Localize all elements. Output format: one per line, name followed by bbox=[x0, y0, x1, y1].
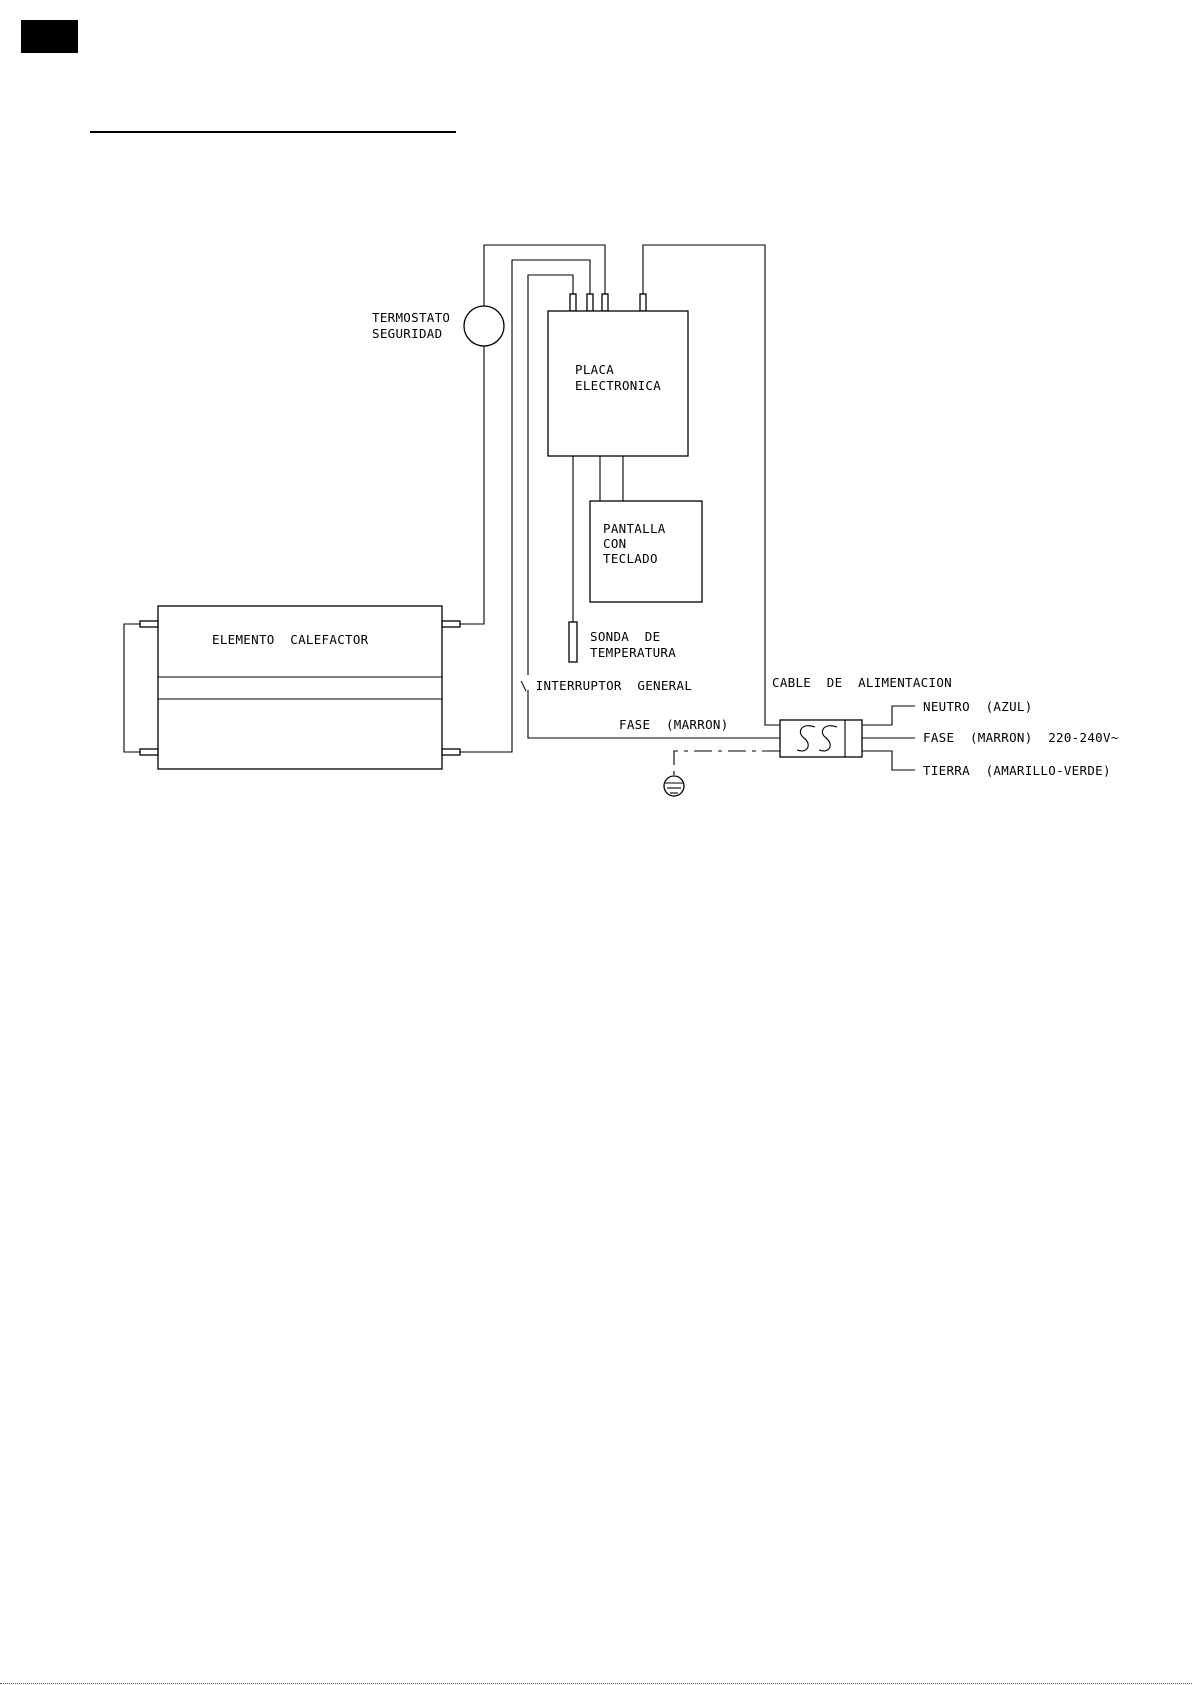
pantalla-label-3: TECLADO bbox=[603, 551, 658, 566]
termostato-label-2: SEGURIDAD bbox=[372, 326, 442, 341]
terminal bbox=[570, 294, 576, 311]
wire-ext-neutro bbox=[862, 706, 915, 725]
elemento-calefactor: ELEMENTO CALEFACTOR bbox=[140, 606, 460, 769]
elemento-body bbox=[158, 606, 442, 769]
interruptor-label: \ INTERRUPTOR GENERAL bbox=[520, 678, 692, 693]
wire-termostato bbox=[458, 346, 484, 624]
termostato-label-1: TERMOSTATO bbox=[372, 310, 450, 325]
elemento-label: ELEMENTO CALEFACTOR bbox=[212, 632, 369, 647]
sonda-label-2: TEMPERATURA bbox=[590, 645, 676, 660]
termostato-symbol bbox=[464, 306, 504, 346]
ground-icon bbox=[664, 776, 684, 796]
cable-clamp-body bbox=[780, 720, 862, 757]
elemento-terminal bbox=[140, 749, 158, 755]
cable-clamp-icon bbox=[780, 720, 862, 757]
neutro-label: NEUTRO (AZUL) bbox=[923, 699, 1033, 714]
terminal bbox=[587, 294, 593, 311]
elemento-terminal bbox=[442, 621, 460, 627]
placa-terminals bbox=[570, 294, 646, 311]
wire-ext-tierra bbox=[862, 751, 915, 770]
wire-tierra bbox=[674, 751, 780, 776]
elemento-terminal bbox=[442, 749, 460, 755]
page-bottom-border bbox=[0, 1683, 1192, 1684]
cable-label: CABLE DE ALIMENTACION bbox=[772, 675, 952, 690]
sonda-temperatura bbox=[569, 622, 577, 662]
terminal bbox=[602, 294, 608, 311]
pantalla-label-2: CON bbox=[603, 536, 626, 551]
terminal bbox=[640, 294, 646, 311]
placa-label-2: ELECTRONICA bbox=[575, 378, 661, 393]
sonda-label-1: SONDA DE bbox=[590, 629, 660, 644]
pantalla-label-1: PANTALLA bbox=[603, 521, 666, 536]
elemento-terminal bbox=[140, 621, 158, 627]
fase-externa-label: FASE (MARRON) 220-240V~ bbox=[923, 730, 1119, 745]
fase-interna-label: FASE (MARRON) bbox=[619, 717, 729, 732]
wire-elemento-loop bbox=[124, 624, 158, 752]
placa-label-1: PLACA bbox=[575, 362, 614, 377]
tierra-label: TIERRA (AMARILLO-VERDE) bbox=[923, 763, 1111, 778]
